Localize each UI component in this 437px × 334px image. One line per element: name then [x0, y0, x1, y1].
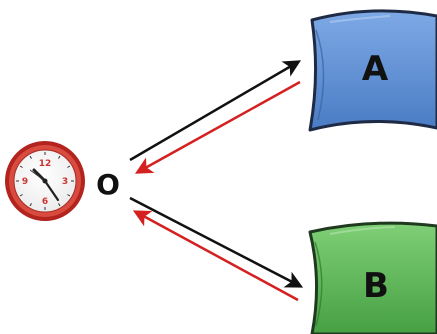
- clock-minute-hand: [43, 179, 60, 202]
- clock-numeral-12: 12: [39, 159, 52, 169]
- clock-numeral-3: 3: [62, 177, 68, 187]
- arrow-o-to-a: [129, 60, 302, 162]
- origin-label: O: [96, 168, 120, 201]
- arrow-a-to-o: [134, 80, 301, 174]
- clock-second-hand: [29, 169, 46, 182]
- cushion-b: B: [308, 221, 437, 334]
- cushion-a: A: [308, 9, 437, 132]
- clock-numeral-9: 9: [22, 177, 28, 187]
- arrow-b-to-o: [132, 210, 299, 302]
- cushion-a-label: A: [362, 49, 389, 89]
- wall-clock-icon: 12 3 6 9: [5, 141, 85, 221]
- cushion-b-label: B: [363, 266, 389, 306]
- cushion-a-body: [308, 9, 437, 132]
- clock-numeral-6: 6: [42, 197, 48, 207]
- cushion-b-body: [308, 221, 437, 334]
- arrow-o-to-b: [129, 196, 304, 288]
